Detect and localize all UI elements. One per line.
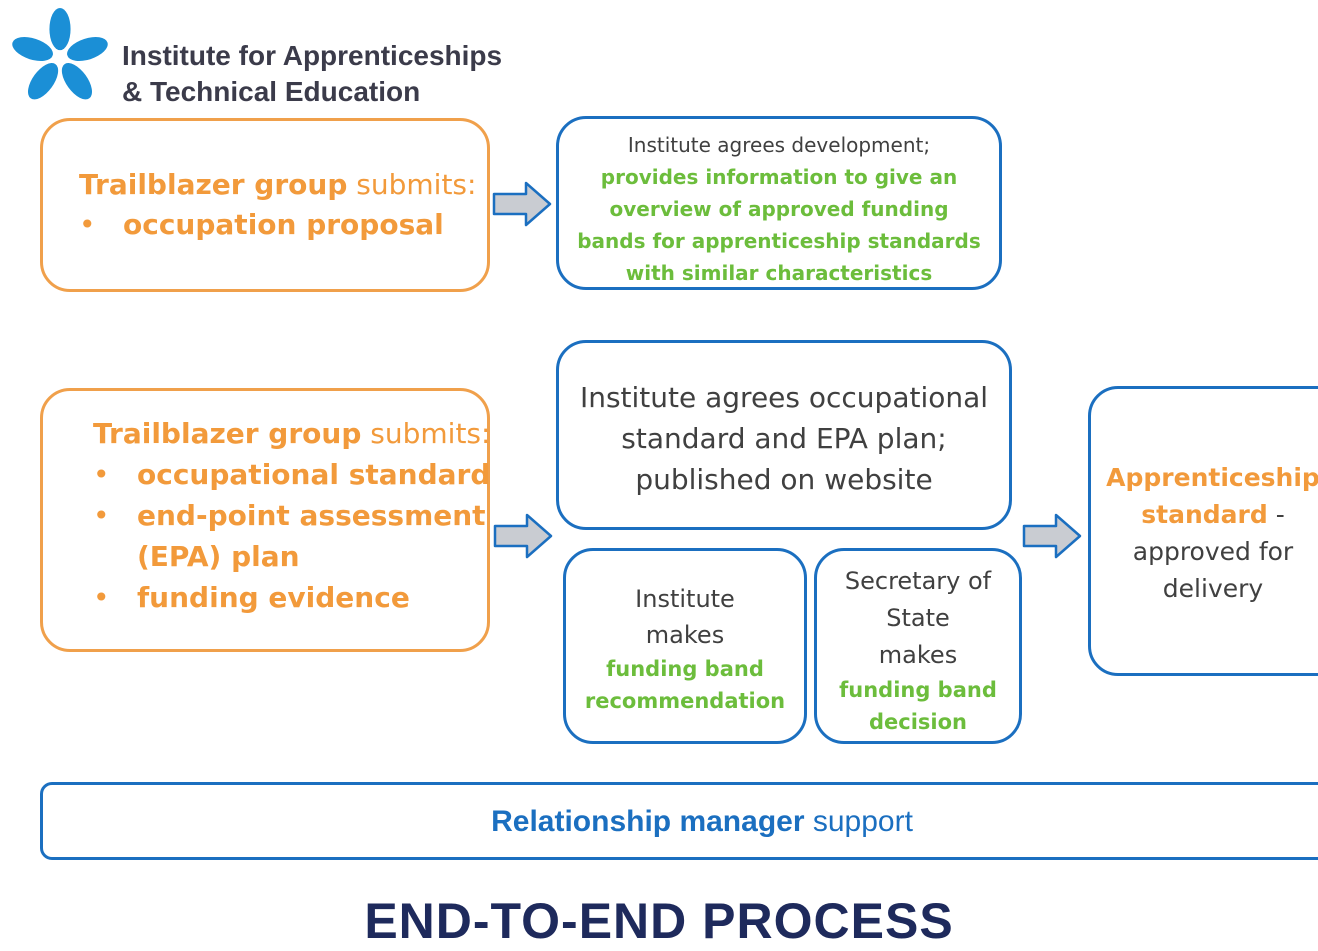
right-arrow-icon (492, 181, 552, 227)
box1-item-0: occupation proposal (123, 208, 444, 241)
star-logo-icon (12, 8, 108, 100)
box1-bullet-item: • occupation proposal (79, 205, 476, 245)
box6-plain-1: State (886, 604, 950, 632)
box7-orange-2: standard (1141, 500, 1268, 529)
box7-rest-1: delivery (1162, 574, 1264, 603)
right-arrow-icon (1022, 513, 1082, 559)
funding-band-recommendation-box: Institute makes funding band recommendat… (563, 548, 807, 744)
box4-line-0: Institute agrees occupational (579, 381, 989, 414)
box5-plain-0: Institute (635, 585, 735, 613)
relationship-manager-support-bar: Relationship manager support (40, 782, 1318, 860)
trailblazer-proposal-box: Trailblazer group submits: • occupation … (40, 118, 490, 292)
box7-dash: - (1267, 500, 1285, 529)
box1-heading-highlight: Trailblazer group (79, 168, 348, 201)
box3-bullet-item-continuation: (EPA) plan (93, 536, 490, 577)
box5-plain-1: makes (645, 621, 725, 649)
support-bold: Relationship manager (491, 805, 805, 838)
box2-intro: Institute agrees development; (627, 133, 931, 157)
right-arrow-icon (493, 513, 553, 559)
logo: Institute for Apprenticeships & Technica… (12, 8, 572, 108)
box5-green-1: recommendation (584, 689, 786, 713)
institute-agrees-standard-box: Institute agrees occupational standard a… (556, 340, 1012, 530)
box7-orange-1: Apprenticeship (1106, 463, 1318, 492)
box3-item-3: funding evidence (137, 581, 410, 614)
box3-bullet-item: • occupational standard (93, 454, 490, 495)
bullet-icon: • (79, 208, 96, 241)
support-rest: support (804, 805, 913, 838)
box3-bullet-item: • funding evidence (93, 577, 490, 618)
bullet-icon: • (93, 581, 110, 614)
box2-line-0: provides information to give an (600, 165, 958, 189)
box2-line-2: bands for apprenticeship standards (577, 229, 981, 253)
box3-heading-highlight: Trailblazer group (93, 417, 362, 450)
logo-text: Institute for Apprenticeships & Technica… (122, 38, 502, 110)
box6-plain-2: makes (878, 641, 958, 669)
box7-rest-0: approved for (1132, 537, 1294, 566)
box6-plain-0: Secretary of (844, 567, 992, 595)
trailblazer-submission-box: Trailblazer group submits: • occupationa… (40, 388, 490, 652)
box6-green-1: decision (869, 710, 967, 734)
bullet-icon: • (93, 458, 110, 491)
approved-for-delivery-box: Apprenticeship standard - approved for d… (1088, 386, 1318, 676)
logo-line-2: & Technical Education (122, 76, 421, 107)
box4-line-1: standard and EPA plan; (621, 422, 947, 455)
bullet-icon: • (93, 499, 110, 532)
box1-heading: Trailblazer group submits: (79, 165, 476, 205)
funding-band-decision-box: Secretary of State makes funding band de… (814, 548, 1022, 744)
box3-item-2: (EPA) plan (137, 540, 300, 573)
box3-item-1: end-point assessment (137, 499, 486, 532)
box1-heading-rest: submits: (347, 168, 477, 201)
page-title: END-TO-END PROCESS (364, 893, 954, 949)
box2-line-3: with similar characteristics (625, 261, 933, 285)
box5-green-0: funding band (606, 657, 764, 681)
box4-line-2: published on website (635, 463, 933, 496)
institute-agrees-development-box: Institute agrees development; provides i… (556, 116, 1002, 290)
box6-green-0: funding band (839, 678, 997, 702)
logo-line-1: Institute for Apprenticeships (122, 40, 503, 71)
box3-heading: Trailblazer group submits: (93, 413, 490, 454)
box3-heading-rest: submits: (361, 417, 491, 450)
box3-item-0: occupational standard (137, 458, 491, 491)
box3-bullet-item: • end-point assessment (93, 495, 490, 536)
box2-line-1: overview of approved funding (609, 197, 949, 221)
